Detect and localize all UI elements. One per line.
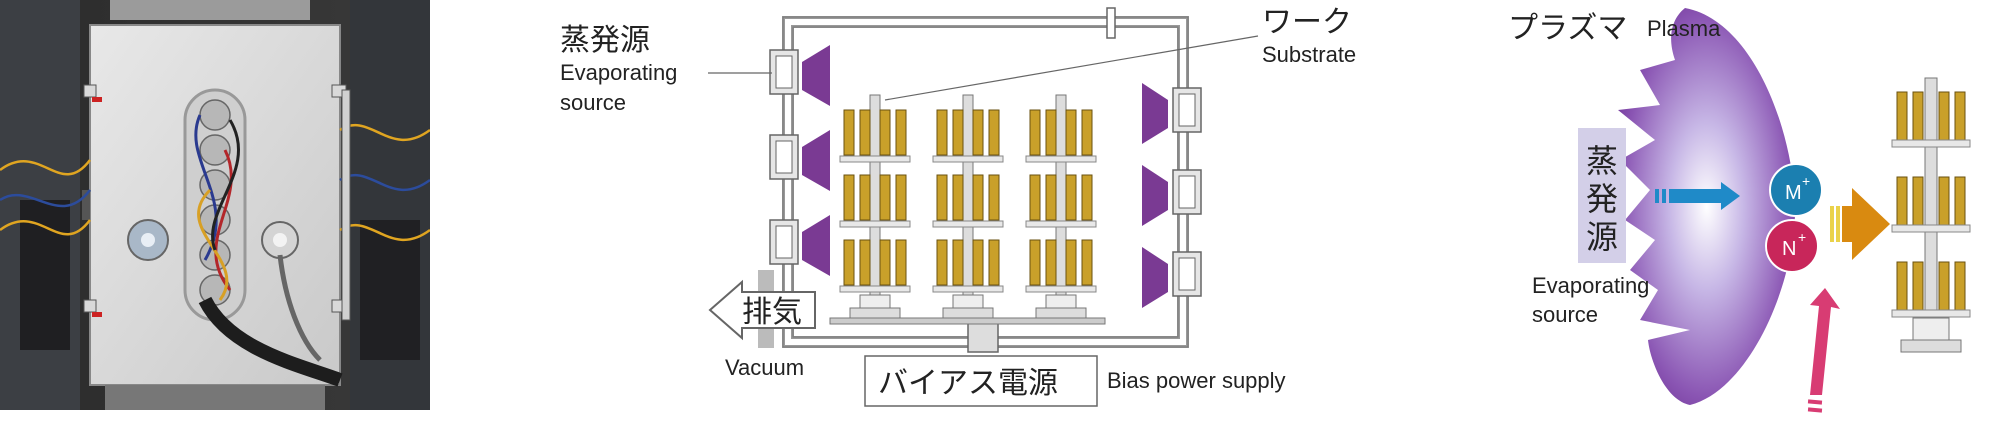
bias-power-box — [864, 355, 1098, 407]
plasma-cloud — [1618, 8, 1796, 405]
orange-arrow — [1830, 188, 1890, 260]
bias-en-label: Bias power supply — [1107, 368, 1286, 393]
evaporating-source-jp-label: 蒸発源 — [560, 23, 650, 58]
exhaust-arrow — [708, 279, 816, 341]
source-en-label-1: Evaporating — [1532, 273, 1649, 298]
blue-arrow — [1655, 182, 1740, 210]
pink-arrow — [1807, 288, 1840, 413]
ion-m-label: M — [1785, 182, 1802, 204]
substrate-en-label: Substrate — [1262, 42, 1356, 67]
source-en-label-2: source — [1532, 302, 1598, 327]
exhaust-jp-label: 排気 — [742, 295, 802, 330]
substrate-rack — [1891, 77, 1971, 353]
evaporating-source-en-label-1: Evaporating — [560, 60, 677, 85]
chamber-photo — [0, 0, 430, 410]
plasma-diagram: 蒸 発 源 M + N + — [1490, 0, 2000, 431]
ion-n-label: N — [1782, 238, 1796, 260]
bias-jp-label: バイアス電源 — [878, 366, 1058, 401]
ion-m: M + — [1769, 163, 1823, 217]
vacuum-en-label: Vacuum — [725, 355, 804, 380]
evaporating-source-left — [769, 45, 830, 276]
source-jp-3: 源 — [1586, 218, 1618, 256]
ion-n-charge: + — [1798, 229, 1806, 245]
source-jp-2: 発 — [1586, 180, 1618, 218]
ion-m-charge: + — [1802, 173, 1810, 189]
work-jp-label: ワーク — [1262, 5, 1352, 40]
source-jp-1: 蒸 — [1586, 142, 1618, 180]
chamber-diagram: 蒸発源 Evaporating source ワーク Substrate 排気 … — [540, 0, 1370, 431]
workpiece-racks — [829, 94, 1106, 325]
ion-n: N + — [1765, 219, 1819, 273]
source-box — [1578, 128, 1626, 263]
evaporating-source-right — [1142, 83, 1202, 308]
plasma-en-label: Plasma — [1647, 16, 1721, 41]
evaporating-source-en-label-2: source — [560, 90, 626, 115]
plasma-jp-label: プラズマ — [1508, 11, 1627, 46]
